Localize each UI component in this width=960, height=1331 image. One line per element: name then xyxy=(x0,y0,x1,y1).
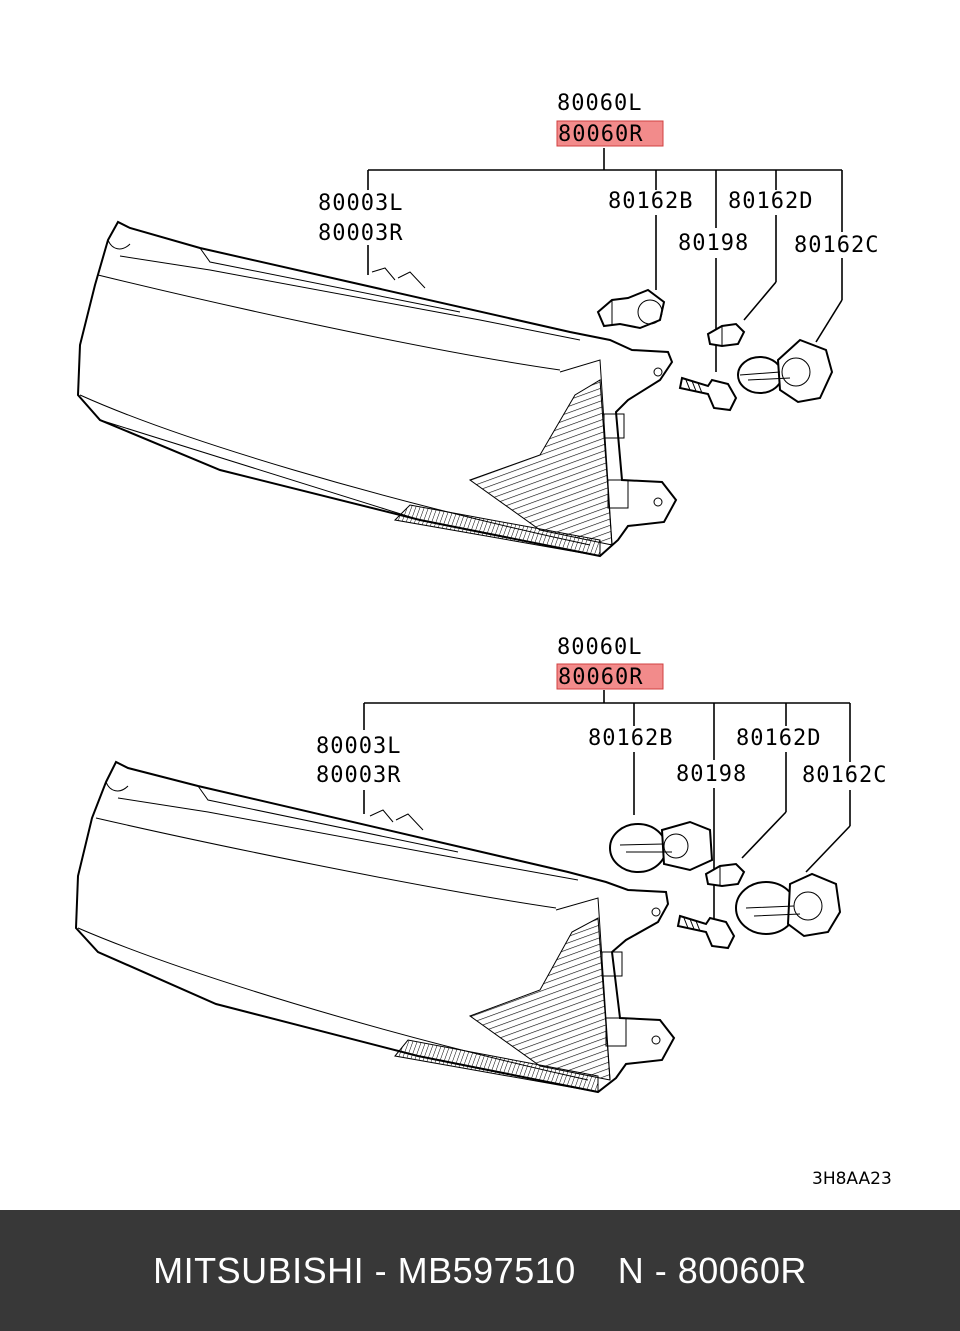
upper-screw xyxy=(678,376,738,412)
footer-bar: MITSUBISHI - MB597510 N - 80060R xyxy=(0,1210,960,1331)
lower-bulb-d xyxy=(704,862,746,888)
part-number-caption: MITSUBISHI - MB597510 N - 80060R xyxy=(153,1249,807,1291)
upper-diagram: 80060L 80060R 80003L 80003R 80162B 80162… xyxy=(76,91,879,558)
lower-bulb-b xyxy=(609,820,714,873)
upper-housing-left-label: 80003L xyxy=(318,191,403,216)
upper-assembly-right-label: 80060R xyxy=(558,122,643,147)
lower-housing-left-label: 80003L xyxy=(316,734,401,759)
lower-bulb-d-label: 80162D xyxy=(736,726,821,751)
upper-assembly-left-label: 80060L xyxy=(557,91,642,116)
lower-assembly-left-label: 80060L xyxy=(557,635,642,660)
upper-bulb-d xyxy=(706,322,746,348)
lower-screw-label: 80198 xyxy=(676,762,747,787)
upper-bulb-d-label: 80162D xyxy=(728,189,813,214)
lower-bulb-b-label: 80162B xyxy=(588,726,673,751)
upper-bulb-c xyxy=(737,338,834,404)
lower-bulb-c xyxy=(735,872,842,938)
upper-highlight-box xyxy=(556,120,664,147)
upper-bulb-b-label: 80162B xyxy=(608,189,693,214)
upper-leader-lines xyxy=(367,148,843,372)
lower-headlamp xyxy=(74,760,676,1094)
lower-screw xyxy=(676,914,736,950)
diagram-code: 3H8AA23 xyxy=(812,1169,892,1189)
lower-diagram: 80060L 80060R 80003L 80003R 80162B 80162… xyxy=(74,635,887,1094)
lower-highlight-box xyxy=(556,663,664,690)
lower-assembly-right-label: 80060R xyxy=(558,665,643,690)
parts-diagram: 80060L 80060R 80003L 80003R 80162B 80162… xyxy=(74,91,892,1189)
upper-bulb-b xyxy=(596,288,666,330)
upper-bulb-c-label: 80162C xyxy=(794,233,879,258)
upper-headlamp xyxy=(76,220,678,558)
upper-screw-label: 80198 xyxy=(678,231,749,256)
upper-housing-right-label: 80003R xyxy=(318,221,403,246)
lower-housing-right-label: 80003R xyxy=(316,763,401,788)
lower-leader-lines xyxy=(363,690,851,920)
lower-bulb-c-label: 80162C xyxy=(802,763,887,788)
